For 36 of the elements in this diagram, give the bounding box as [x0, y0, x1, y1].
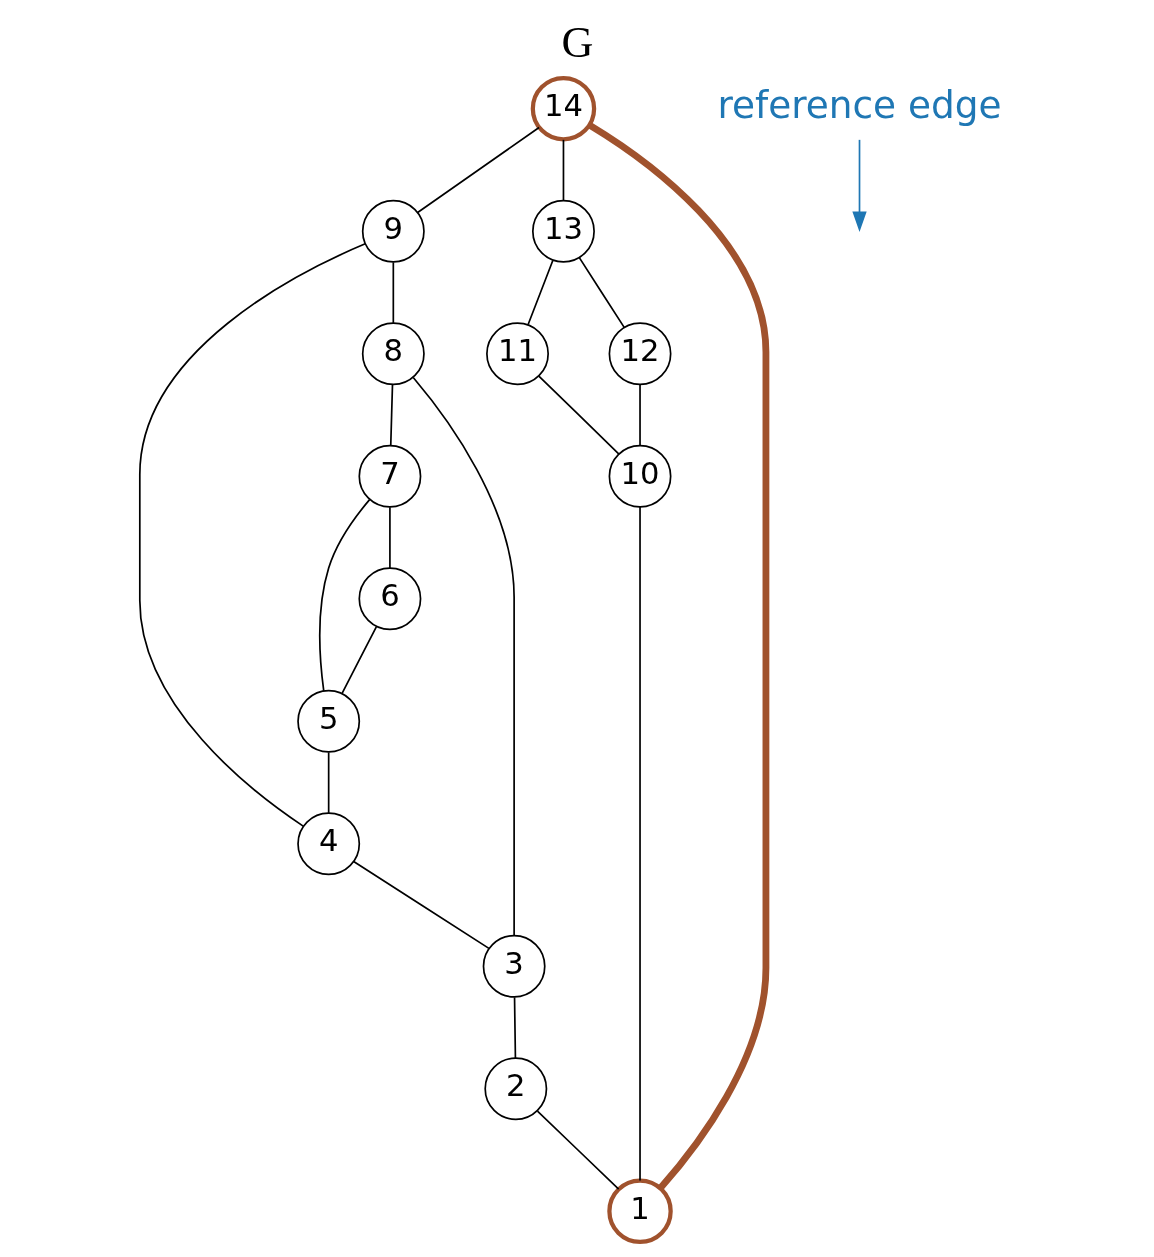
node-circle: 10	[608, 444, 671, 508]
connector	[526, 259, 554, 326]
node-circle: 6	[357, 567, 421, 631]
node-circle: 5	[296, 689, 360, 753]
node-circle: 8	[361, 322, 425, 386]
connector	[318, 498, 370, 692]
connector	[416, 126, 540, 214]
connector	[411, 376, 515, 937]
connector	[138, 242, 366, 827]
connector	[638, 506, 641, 1182]
node-circle: 7	[357, 444, 421, 508]
connector	[587, 122, 769, 1191]
connector	[513, 996, 516, 1059]
arrow	[851, 139, 867, 232]
connector	[389, 384, 393, 447]
node-circle: 1	[606, 1178, 673, 1244]
node-circle: 9	[361, 199, 425, 263]
node-circle: 14	[530, 75, 596, 142]
node-circle: 2	[483, 1057, 547, 1121]
node-circle: 4	[296, 812, 360, 876]
connector	[340, 626, 377, 694]
connector	[388, 506, 391, 569]
connector	[537, 375, 620, 455]
connector	[391, 261, 394, 324]
connector	[577, 256, 625, 329]
node-circle: 3	[482, 934, 546, 998]
node-circle: 11	[485, 322, 549, 386]
node-circle: 12	[608, 322, 671, 386]
connector	[352, 860, 490, 950]
diagram-title: G	[561, 18, 593, 68]
connector	[638, 384, 641, 447]
connector	[536, 1110, 619, 1190]
node-text: reference edge	[716, 83, 1002, 128]
connector	[327, 751, 330, 814]
connector	[562, 139, 564, 202]
node-circle: 13	[531, 199, 595, 263]
